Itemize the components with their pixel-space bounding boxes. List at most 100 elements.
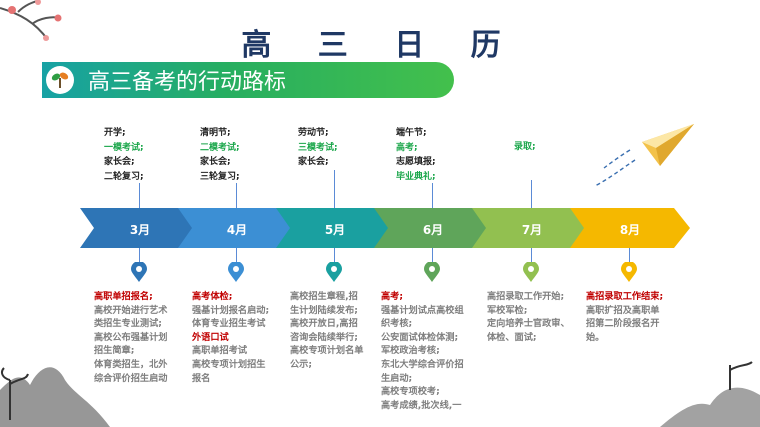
connector-line	[334, 248, 335, 264]
bottom-event-line: 外语口试	[192, 331, 229, 343]
bottom-event-line: 报名	[192, 372, 211, 384]
connector-line	[531, 180, 532, 209]
bottom-event-line: 定向培养士官政审、	[487, 318, 570, 330]
bottom-event-line: 高校开放日,高招	[290, 318, 358, 330]
bottom-event-line: 咨询会陆续举行;	[290, 331, 358, 343]
top-event-line: 劳动节;	[298, 128, 329, 138]
bottom-event-line: 高校公布强基计划	[94, 331, 168, 343]
top-events-5: 劳动节; 三模考试; 家长会;	[298, 126, 338, 170]
connector-line	[139, 248, 140, 264]
bottom-event-line: 高考体检;	[192, 291, 233, 302]
top-events-6: 端午节; 高考; 志愿填报; 毕业典礼;	[396, 126, 436, 184]
connector-line	[432, 248, 433, 264]
top-event-line: 开学;	[104, 128, 126, 138]
top-event-line: 高考;	[396, 142, 418, 153]
bottom-event-line: 高职单招考试	[192, 345, 248, 357]
bottom-events-7: 高招录取工作开始; 军校军检; 定向培养士官政审、体检、面试;	[487, 290, 570, 344]
bottom-event-line: 军校政治考核;	[381, 345, 440, 357]
bottom-event-line: 高职单招报名;	[94, 291, 153, 302]
month-arrow-6	[374, 208, 494, 248]
bottom-event-line: 高校专项校考;	[381, 386, 440, 398]
bottom-event-line: 强基计划报名启动;	[192, 304, 270, 316]
top-event-line: 家长会;	[298, 157, 329, 167]
bottom-event-line: 体检、面试;	[487, 331, 537, 343]
bottom-event-line: 东北大学综合评价招	[381, 358, 464, 370]
bottom-events-4: 高考体检; 强基计划报名启动; 体育专业招生考试外语口试高职单招考试高校专项计划招生…	[192, 290, 269, 385]
section-banner	[42, 62, 454, 98]
bottom-event-line: 织考核;	[381, 318, 413, 330]
top-event-line: 端午节;	[396, 128, 427, 138]
bottom-event-line: 招生简章;	[94, 345, 135, 357]
bottom-events-3: 高职单招报名; 高校开始进行艺术类招生专业测试;高校公布强基计划招生简章;体育类招…	[94, 290, 168, 385]
bottom-events-8: 高招录取工作结束; 高职扩招及高职单招第二阶段报名开始。	[586, 290, 663, 344]
top-event-line: 录取;	[514, 142, 536, 152]
bottom-event-line: 公示;	[290, 358, 313, 370]
sprout-icon	[46, 66, 74, 94]
month-arrow-4	[178, 208, 298, 248]
location-pin-icon	[228, 262, 244, 282]
bottom-event-line: 招第二阶段报名开	[586, 318, 660, 330]
location-pin-icon	[621, 262, 637, 282]
bottom-event-line: 高校专项计划招生	[192, 358, 266, 370]
bottom-event-line: 强基计划试点高校组	[381, 304, 464, 316]
month-arrow-7	[472, 208, 592, 248]
location-pin-icon	[131, 262, 147, 282]
month-arrow-5	[276, 208, 396, 248]
plum-branch-decoration	[0, 0, 62, 41]
top-events-7: 录取;	[514, 140, 536, 155]
top-event-line: 毕业典礼;	[396, 171, 436, 182]
location-pin-icon	[424, 262, 440, 282]
connector-line	[432, 183, 433, 209]
bottom-event-line: 公安面试体检体测;	[381, 331, 459, 343]
connector-line	[629, 248, 630, 264]
month-label-3: 3月	[129, 223, 151, 237]
bottom-events-5: 高校招生章程,招生计划陆续发布; 高校开放日,高招咨询会陆续举行; 高校专项计划名单…	[290, 290, 364, 372]
bottom-event-line: 军校军检;	[487, 304, 528, 316]
top-event-line: 二模考试;	[200, 142, 240, 153]
bottom-event-line: 生启动;	[381, 372, 413, 384]
top-event-line: 志愿填报;	[396, 157, 436, 167]
month-arrow-3	[80, 208, 200, 248]
top-event-line: 三模考试;	[298, 142, 338, 153]
month-arrow-8	[570, 208, 690, 248]
bottom-event-line: 高考;	[381, 291, 404, 302]
top-event-line: 三轮复习;	[200, 171, 240, 182]
top-event-line: 一模考试;	[104, 142, 144, 153]
connector-line	[236, 248, 237, 264]
bottom-event-line: 综合评价招生启动	[94, 372, 168, 384]
connector-line	[334, 170, 335, 209]
ink-landscape-right	[660, 361, 760, 427]
connector-line	[236, 183, 237, 209]
bottom-event-line: 体育专业招生考试	[192, 318, 266, 330]
month-label-8: 8月	[619, 223, 641, 237]
top-event-line: 二轮复习;	[104, 171, 144, 182]
top-events-4: 清明节; 二模考试; 家长会; 三轮复习;	[200, 126, 240, 184]
month-label-6: 6月	[422, 223, 444, 237]
bottom-events-6: 高考; 强基计划试点高校组织考核;公安面试体检体测; 军校政治考核;东北大学综合评价…	[381, 290, 464, 412]
bottom-event-line: 生计划陆续发布;	[290, 304, 358, 316]
bottom-event-line: 始。	[586, 331, 605, 343]
month-label-7: 7月	[521, 223, 543, 237]
bottom-event-line: 高招录取工作结束;	[586, 291, 664, 302]
top-event-line: 家长会;	[200, 157, 231, 167]
top-events-3: 开学; 一模考试; 家长会; 二轮复习;	[104, 126, 144, 184]
connector-line	[139, 183, 140, 209]
top-event-line: 清明节;	[200, 128, 231, 138]
month-label-5: 5月	[324, 223, 346, 237]
bottom-event-line: 高职扩招及高职单	[586, 304, 660, 316]
location-pin-icon	[523, 262, 539, 282]
bottom-event-line: 高校招生章程,招	[290, 291, 358, 302]
bottom-event-line: 高招录取工作开始;	[487, 291, 565, 302]
bottom-event-line: 高校专项计划名单	[290, 345, 364, 357]
bottom-event-line: 体育类招生，北外	[94, 358, 168, 370]
top-event-line: 家长会;	[104, 157, 135, 167]
page-title: 高 三 日 历	[241, 28, 519, 63]
bottom-event-line: 类招生专业测试;	[94, 318, 162, 330]
month-label-4: 4月	[226, 223, 248, 237]
paper-plane-icon	[594, 124, 694, 187]
location-pin-icon	[326, 262, 342, 282]
bottom-event-line: 高考成绩,批次线,一	[381, 399, 462, 411]
bottom-event-line: 高校开始进行艺术	[94, 304, 168, 316]
ink-landscape-left	[0, 367, 110, 427]
banner-title: 高三备考的行动路标	[88, 70, 287, 95]
